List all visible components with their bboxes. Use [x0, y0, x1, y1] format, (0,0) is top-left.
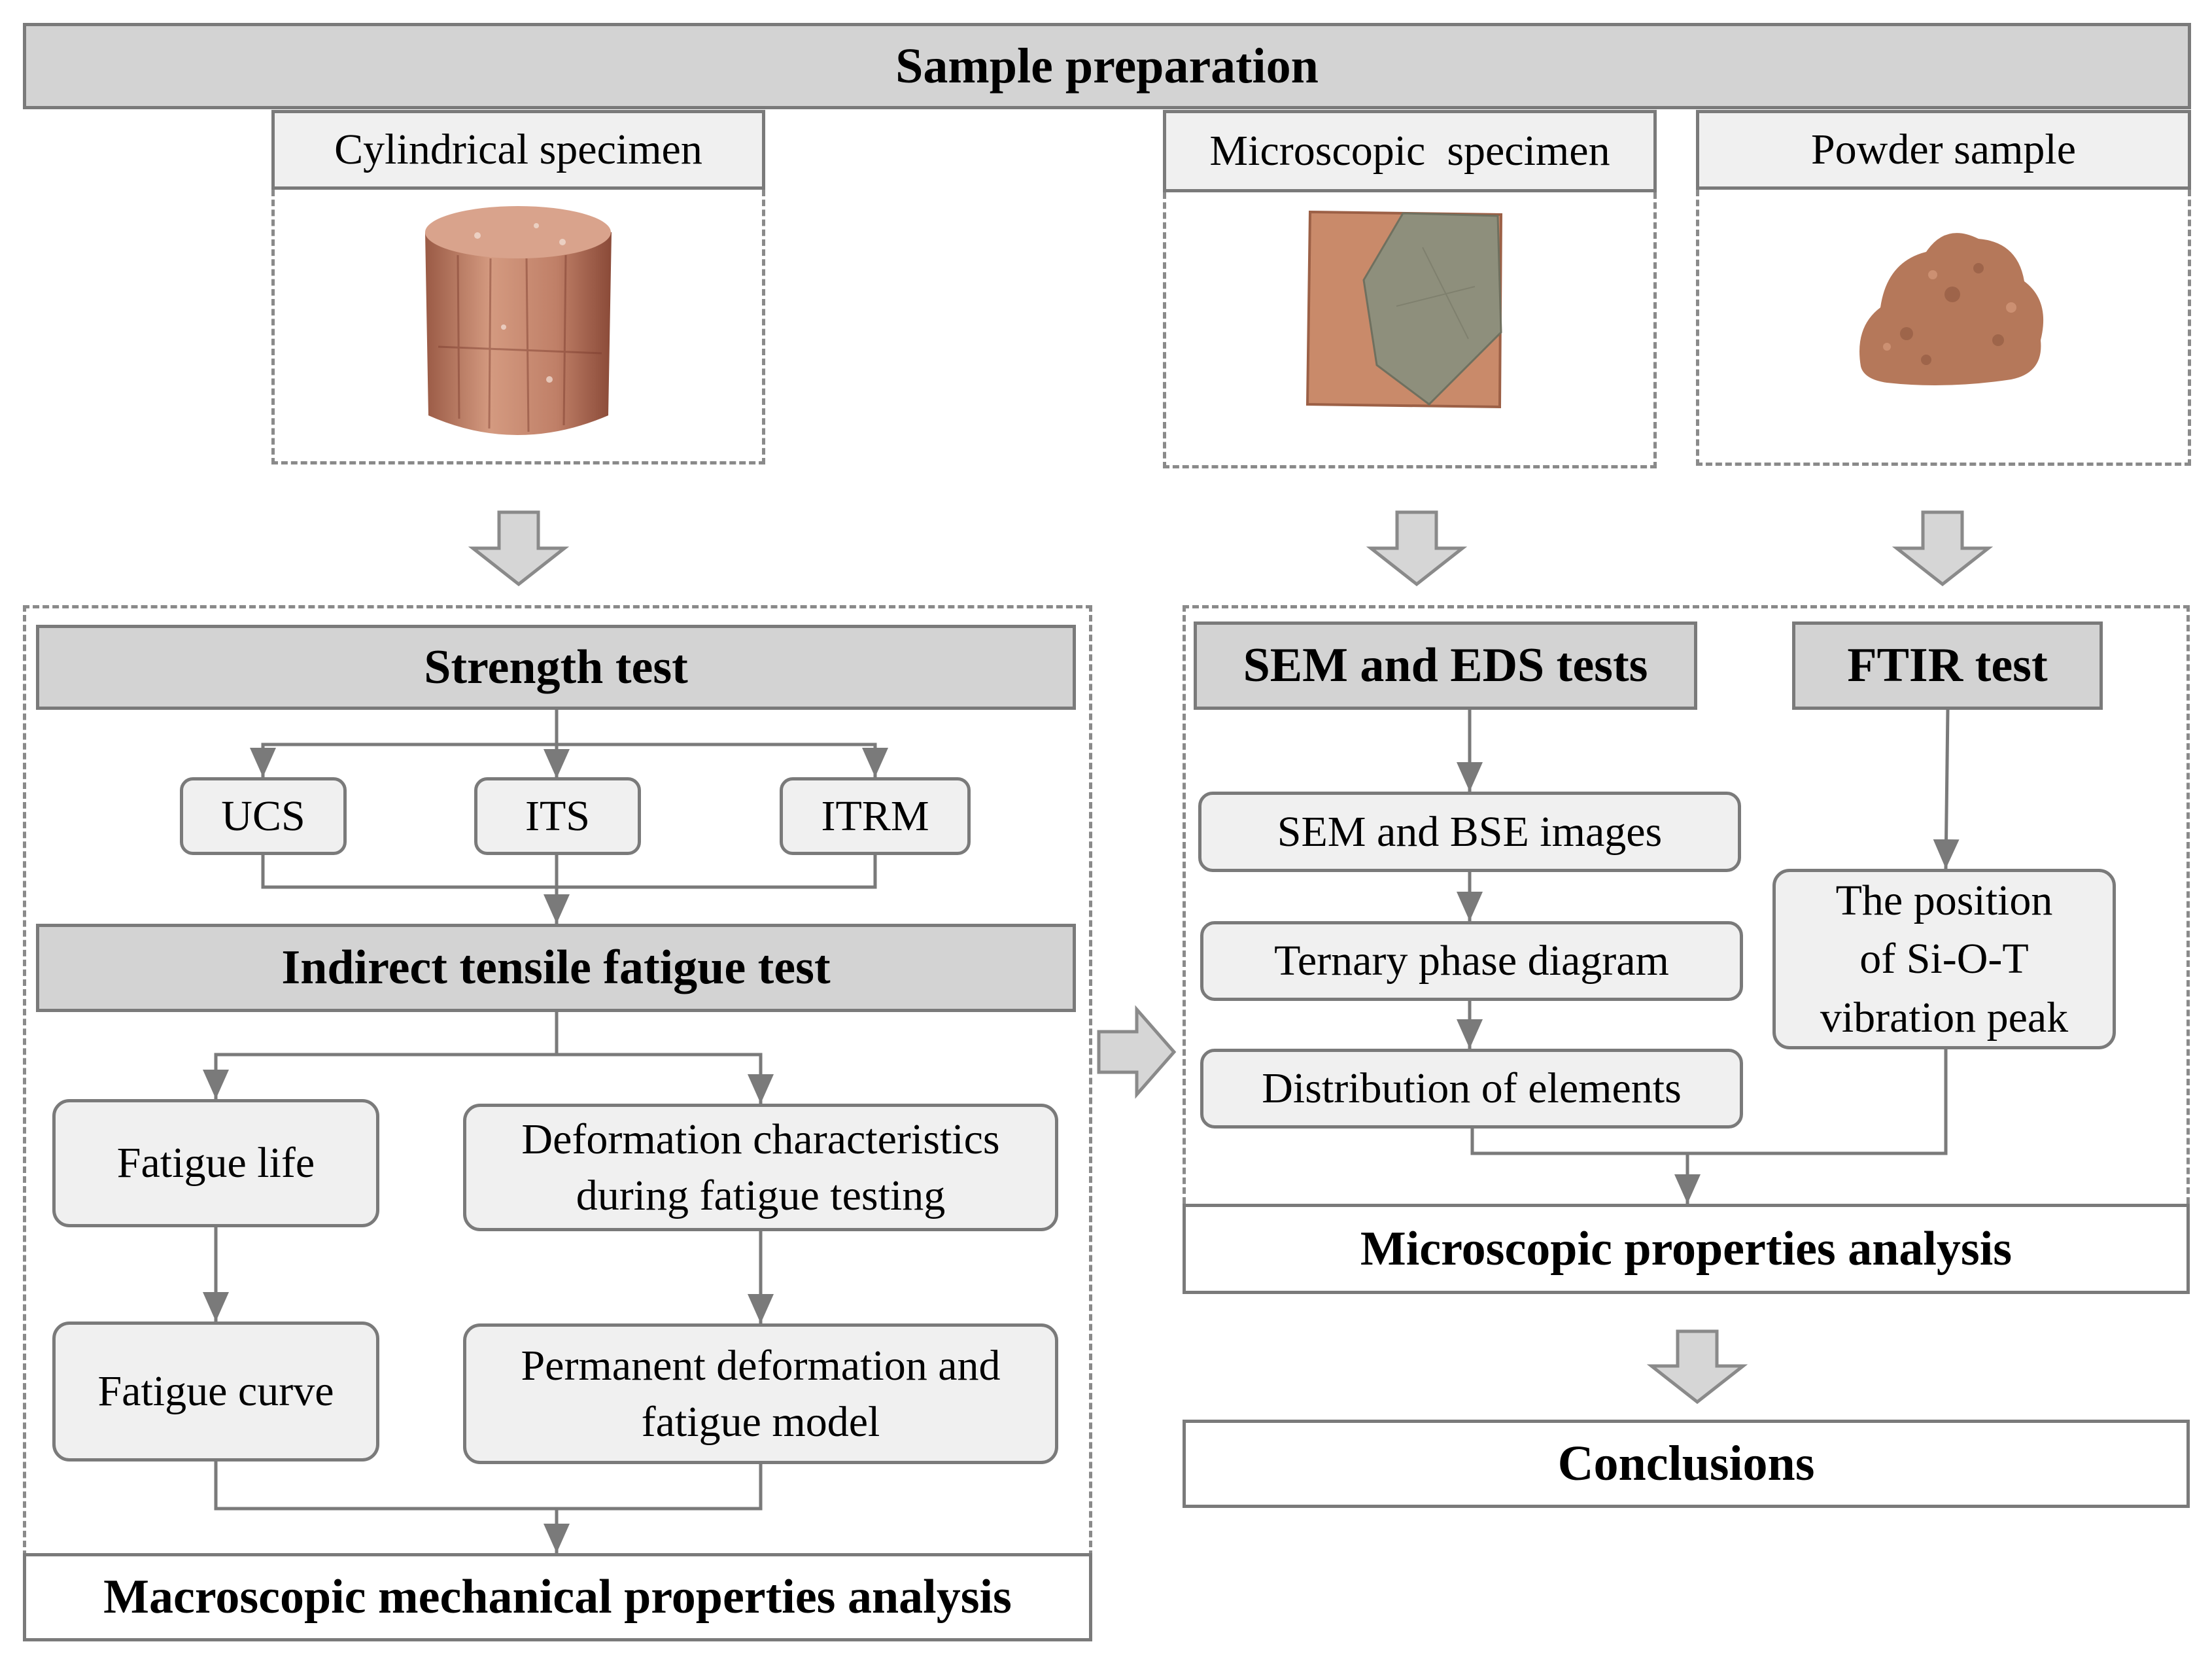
powder-sample-text: Powder sample: [1810, 126, 2077, 174]
its-node: ITS: [474, 777, 641, 855]
ternary-diagram-text: Ternary phase diagram: [1274, 937, 1669, 985]
cylindrical-specimen-text: Cylindrical specimen: [334, 126, 702, 174]
powder-sample-label: Powder sample: [1696, 110, 2191, 190]
cylindrical-specimen-image: [425, 206, 612, 435]
fatigue-curve-node: Fatigue curve: [52, 1322, 379, 1462]
sem-eds-header: SEM and EDS tests: [1194, 621, 1697, 710]
powder-sample-image: [1859, 233, 2044, 385]
fatigue-life-text: Fatigue life: [116, 1139, 315, 1187]
microscopic-analysis-text: Microscopic properties analysis: [1360, 1221, 2013, 1276]
connector-macro-merge: [214, 1462, 763, 1511]
cylindrical-specimen-label: Cylindrical specimen: [271, 110, 765, 190]
connector-ftir-position: [1933, 709, 1960, 869]
permanent-text-line1: Permanent deformation and: [521, 1341, 1001, 1390]
fatigue-test-header: Indirect tensile fatigue test: [36, 924, 1076, 1012]
conclusions-box: Conclusions: [1183, 1420, 2190, 1508]
fatigue-life-node: Fatigue life: [52, 1099, 379, 1227]
connector-fatigue-life: [203, 1012, 559, 1099]
block-arrow-conclusions: [1646, 1329, 1748, 1405]
permanent-text-line2: fatigue model: [641, 1397, 880, 1446]
position-text-line3: vibration peak: [1820, 993, 2069, 1042]
si-o-t-position-node: The position of Si-O-T vibration peak: [1772, 869, 2116, 1049]
microscopic-section-frame: [1183, 605, 2190, 1204]
deformation-text-line1: Deformation characteristics: [521, 1115, 1000, 1163]
microscopic-specimen-image: [1305, 210, 1503, 409]
strength-test-header: Strength test: [36, 625, 1076, 710]
permanent-deformation-node: Permanent deformation and fatigue model: [463, 1323, 1058, 1464]
block-arrow-macro-to-micro: [1097, 1005, 1177, 1099]
ucs-node: UCS: [180, 777, 347, 855]
sample-preparation-header: Sample preparation: [23, 23, 2191, 109]
element-distribution-text: Distribution of elements: [1262, 1064, 1682, 1113]
connector-strength-merge: [261, 855, 877, 889]
deformation-node: Deformation characteristics during fatig…: [463, 1104, 1058, 1231]
strength-test-title: Strength test: [424, 640, 688, 694]
ucs-text: UCS: [221, 792, 305, 840]
connector-micro-merge: [1470, 1049, 1948, 1155]
sample-preparation-title: Sample preparation: [895, 38, 1319, 94]
macroscopic-section-frame: [23, 605, 1092, 1557]
conclusions-text: Conclusions: [1557, 1436, 1815, 1492]
block-arrow-cylindrical: [468, 510, 570, 587]
macroscopic-analysis-text: Macroscopic mechanical properties analys…: [103, 1570, 1012, 1624]
block-arrow-microscopic: [1366, 510, 1468, 587]
connector-strength-ucs: [250, 743, 557, 777]
element-distribution-node: Distribution of elements: [1200, 1049, 1743, 1129]
itrm-node: ITRM: [780, 777, 971, 855]
position-text-line1: The position: [1835, 877, 2053, 925]
fatigue-curve-text: Fatigue curve: [97, 1367, 334, 1416]
macroscopic-analysis-box: Macroscopic mechanical properties analys…: [23, 1553, 1092, 1641]
fatigue-test-title: Indirect tensile fatigue test: [281, 941, 831, 995]
position-text-line2: of Si-O-T: [1859, 935, 2029, 983]
microscopic-specimen-label: Microscopic specimen: [1163, 110, 1657, 192]
connector-strength-itrm: [557, 743, 888, 777]
cylindrical-specimen-frame: [271, 190, 765, 464]
microscopic-specimen-text: Microscopic specimen: [1209, 127, 1610, 175]
block-arrow-powder: [1892, 510, 1994, 587]
ftir-title: FTIR test: [1847, 639, 2048, 693]
ftir-header: FTIR test: [1792, 621, 2103, 710]
microscopic-analysis-box: Microscopic properties analysis: [1183, 1204, 2190, 1294]
sem-bse-node: SEM and BSE images: [1198, 792, 1741, 872]
sem-eds-title: SEM and EDS tests: [1243, 639, 1648, 693]
microscopic-specimen-frame: [1163, 192, 1657, 468]
ternary-diagram-node: Ternary phase diagram: [1200, 921, 1743, 1001]
sem-bse-text: SEM and BSE images: [1277, 807, 1663, 856]
connector-fatigue-deformation: [557, 1053, 774, 1104]
its-text: ITS: [525, 792, 590, 840]
deformation-text-line2: during fatigue testing: [576, 1171, 946, 1219]
powder-sample-frame: [1696, 190, 2191, 466]
itrm-text: ITRM: [821, 792, 929, 840]
